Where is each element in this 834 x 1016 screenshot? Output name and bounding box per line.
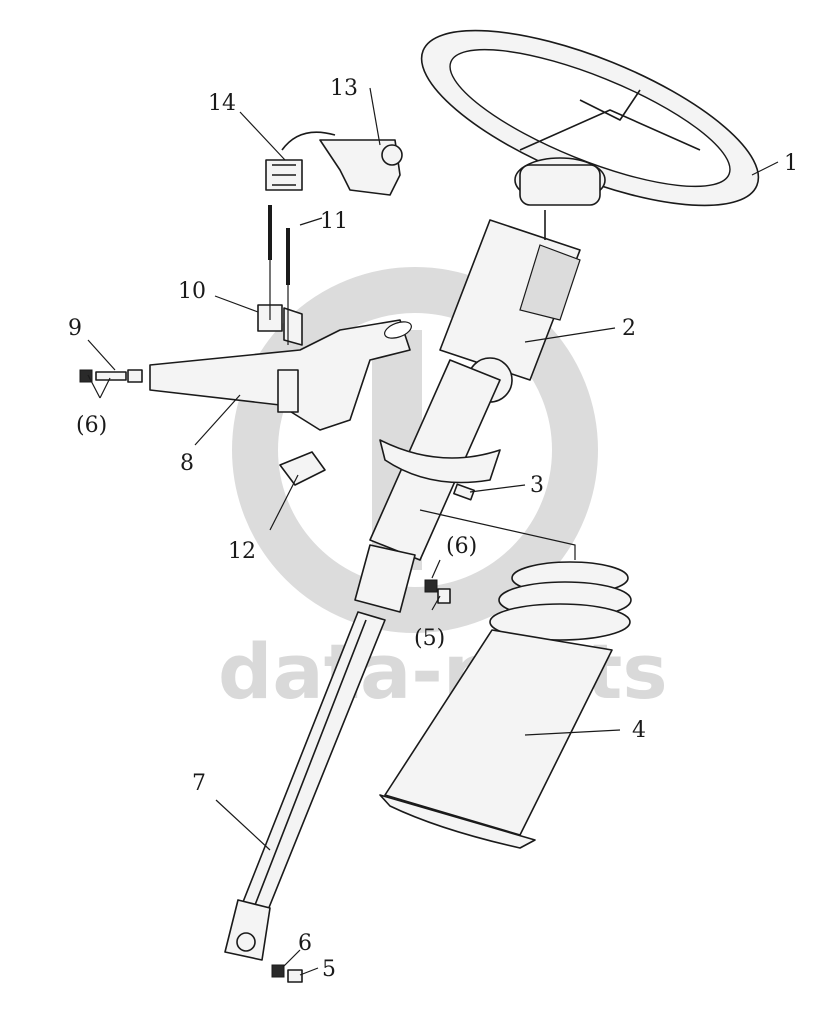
callout-9: 9 bbox=[68, 316, 82, 341]
callout-7: 7 bbox=[192, 771, 206, 796]
callout-1: 1 bbox=[784, 151, 798, 176]
steering-column-housing-icon bbox=[439, 210, 581, 403]
callout-5-bottom: 5 bbox=[322, 957, 336, 982]
callout-11: 11 bbox=[320, 209, 348, 234]
steering-wheel-icon bbox=[420, 29, 760, 207]
ignition-switch-icon bbox=[281, 131, 403, 196]
clip-part bbox=[279, 451, 326, 486]
callout-leaders bbox=[87, 87, 779, 976]
mounting-plate bbox=[379, 439, 501, 501]
reference-lines bbox=[419, 509, 576, 560]
bolt-assembly bbox=[79, 369, 143, 383]
callout-12: 12 bbox=[228, 539, 256, 564]
callout-6-bottom: 6 bbox=[298, 931, 312, 956]
callout-5-mid: (5) bbox=[414, 626, 445, 651]
lower-universal-joint bbox=[224, 899, 303, 983]
connector-icon bbox=[265, 159, 303, 191]
callout-6-mid: (6) bbox=[446, 534, 477, 559]
callout-6-left: (6) bbox=[76, 413, 107, 438]
watermark: data-parts bbox=[218, 267, 668, 716]
callout-8: 8 bbox=[180, 451, 194, 476]
callout-10: 10 bbox=[178, 279, 206, 304]
upper-universal-joint bbox=[354, 544, 451, 613]
callout-14: 14 bbox=[208, 91, 236, 116]
callout-13: 13 bbox=[330, 76, 358, 101]
callout-3: 3 bbox=[530, 473, 544, 498]
callout-2: 2 bbox=[622, 316, 636, 341]
mounting-bracket bbox=[149, 319, 412, 431]
callout-labels: 1 2 3 4 7 8 9 (6) 10 11 12 13 14 (6) (5)… bbox=[68, 76, 798, 982]
rubber-boot-icon bbox=[379, 561, 632, 849]
callout-4: 4 bbox=[632, 718, 646, 743]
long-bolts bbox=[268, 205, 290, 345]
